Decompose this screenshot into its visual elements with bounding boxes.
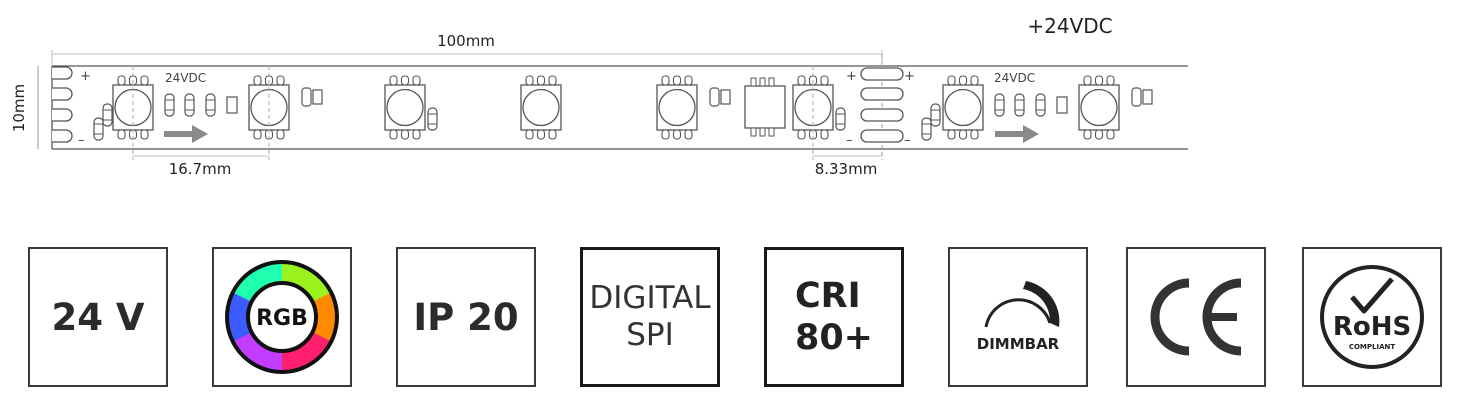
direction-arrow-icon [164, 125, 208, 143]
resistor [1131, 87, 1153, 107]
color-wheel-icon: RGB [225, 260, 339, 374]
resistor [994, 93, 1005, 117]
dimmable-badge: DIMMBAR [948, 247, 1088, 387]
rohs-badge: RoHS COMPLIANT [1302, 247, 1442, 387]
cri-badge: CRI 80+ [764, 247, 904, 387]
supply-voltage-label: +24VDC [1027, 14, 1112, 38]
voltage-badge: 24 V [28, 247, 168, 387]
rohs-label: RoHS [1333, 312, 1411, 342]
rgb-badge: RGB [212, 247, 352, 387]
resistor [930, 103, 941, 127]
plus-marker: + [80, 69, 91, 84]
ce-mark-icon [1150, 278, 1242, 356]
segment-length-label: 100mm [437, 32, 495, 50]
minus-marker: – [846, 133, 853, 148]
resistor [835, 107, 846, 131]
direction-arrow-icon [995, 125, 1039, 143]
led-strip-diagram: 10mm 100mm +24VDC + – + + – – [10, 14, 1188, 178]
resistor [1014, 93, 1025, 117]
ip-rating-label: IP 20 [413, 295, 519, 339]
cri-value: 80+ [794, 318, 874, 358]
resistor [1035, 93, 1046, 117]
capacitor [226, 96, 238, 114]
capacitor [1056, 96, 1068, 114]
resistor [102, 103, 113, 127]
resistor [164, 93, 175, 117]
minus-marker: – [78, 133, 85, 148]
solder-pad [51, 108, 73, 122]
voltage-label: 24 V [51, 295, 145, 339]
plus-marker: + [904, 69, 915, 84]
resistor [709, 87, 731, 107]
solder-pad [51, 87, 73, 101]
resistor [921, 117, 932, 141]
resistor [301, 87, 323, 107]
solder-pad [860, 67, 904, 81]
digital-spi-badge: DIGITAL SPI [580, 247, 720, 387]
led-chip [656, 75, 698, 140]
led-chip [384, 75, 426, 140]
solder-pad [51, 66, 73, 80]
resistor [205, 93, 216, 117]
ce-badge [1126, 247, 1266, 387]
solder-pad [860, 87, 904, 101]
driver-ic [744, 77, 786, 137]
dimmbar-label: DIMMBAR [977, 335, 1060, 353]
digital-label: DIGITAL [589, 280, 711, 317]
strip-width-label: 10mm [10, 84, 28, 132]
led-pitch-label: 16.7mm [169, 160, 232, 178]
pad-voltage-label: 24VDC [165, 71, 206, 85]
solder-pad [860, 129, 904, 143]
pad-voltage-label: 24VDC [994, 71, 1035, 85]
dimmer-arc-icon: DIMMBAR [977, 281, 1060, 353]
rohs-checkmark-icon: RoHS COMPLIANT [1320, 265, 1424, 369]
led-chip [520, 75, 562, 140]
resistor [93, 117, 104, 141]
resistor [427, 107, 438, 131]
solder-pad [860, 108, 904, 122]
cut-length-label: 8.33mm [815, 160, 878, 178]
ip-rating-badge: IP 20 [396, 247, 536, 387]
rgb-label: RGB [256, 306, 308, 331]
solder-pad [51, 129, 73, 143]
led-chip [942, 75, 984, 140]
spi-label: SPI [626, 317, 674, 353]
cri-label: CRI [794, 276, 861, 316]
led-chip [1078, 75, 1120, 140]
resistor [184, 93, 195, 117]
minus-marker: – [904, 133, 911, 148]
rohs-compliant-label: COMPLIANT [1349, 343, 1396, 351]
plus-marker: + [846, 69, 857, 84]
